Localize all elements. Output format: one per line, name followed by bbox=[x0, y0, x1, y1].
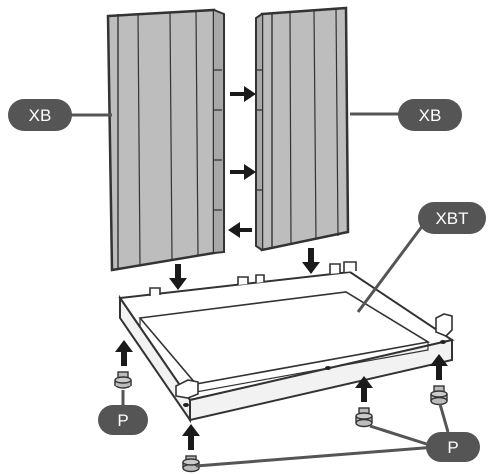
leader-lines bbox=[70, 112, 450, 468]
arrow-up-foot-middle bbox=[355, 376, 373, 402]
arrow-down-right-panel bbox=[302, 248, 320, 274]
foot-right bbox=[430, 385, 448, 406]
label-panel-left-text: XB bbox=[29, 106, 52, 125]
leader-tray bbox=[356, 224, 425, 313]
foot-middle bbox=[355, 407, 373, 428]
arrow-up-foot-right bbox=[430, 354, 448, 380]
panel-right bbox=[255, 6, 350, 252]
leader-foot-front bbox=[195, 445, 437, 468]
panel-left bbox=[106, 8, 225, 272]
leader-foot-middle bbox=[369, 424, 437, 449]
tray bbox=[118, 261, 455, 424]
label-panel-right: XB bbox=[398, 99, 462, 131]
arrow-up-foot-left bbox=[115, 340, 133, 366]
label-foot-right: P bbox=[426, 432, 480, 462]
foot-front bbox=[182, 455, 200, 473]
arrow-up-foot-front bbox=[182, 424, 200, 450]
label-foot-left: P bbox=[98, 405, 148, 435]
arrow-left-bottom bbox=[228, 222, 252, 238]
arrow-down-left-panel bbox=[169, 264, 187, 290]
arrow-right-top bbox=[230, 86, 256, 102]
label-tray-text: XBT bbox=[435, 209, 468, 228]
label-foot-right-text: P bbox=[447, 438, 458, 457]
label-panel-left: XB bbox=[8, 99, 72, 131]
label-tray: XBT bbox=[418, 202, 486, 234]
arrow-right-middle bbox=[230, 164, 256, 180]
label-panel-right-text: XB bbox=[419, 106, 442, 125]
leader-foot-right bbox=[438, 403, 450, 433]
foot-left bbox=[114, 371, 132, 389]
label-foot-left-text: P bbox=[117, 411, 128, 430]
